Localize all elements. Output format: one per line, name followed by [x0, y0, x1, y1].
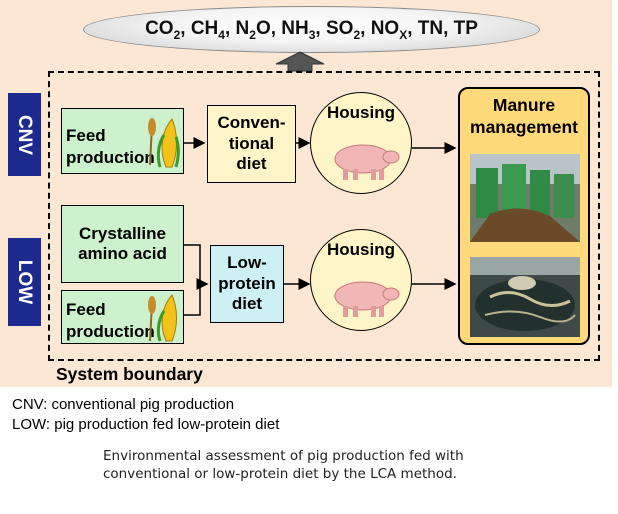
conventional-diet-label: Conven-tional diet: [217, 113, 286, 174]
emission-co2: CO2: [145, 17, 181, 42]
cnv-housing-label: Housing: [327, 103, 395, 122]
cnv-feed-production-box: Feed production: [61, 108, 184, 174]
emission-so2: SO2: [325, 17, 361, 42]
bracket-low-inputs: [184, 244, 201, 316]
corn-icon: [148, 294, 177, 342]
low-feed-production-label: Feed production: [66, 300, 155, 341]
low-protein-diet-box: Low-protein diet: [210, 245, 284, 323]
cnv-feed-production-label: Feed production: [66, 126, 155, 167]
cnv-side-label: CNV: [8, 93, 41, 176]
manure-management-box: Manure management: [458, 87, 590, 345]
corn-icon: [148, 118, 180, 168]
crystalline-amino-acid-label: Crystalline amino acid: [78, 223, 167, 263]
low-feed-production-box: Feed production: [61, 290, 184, 344]
emission-nox: NOX: [370, 17, 408, 42]
legend-low: LOW: pig production fed low-protein diet: [12, 416, 280, 433]
low-side-label: LOW: [8, 238, 41, 326]
low-housing-circle: Housing: [310, 229, 412, 331]
crystalline-amino-acid-box: Crystalline amino acid: [61, 205, 184, 283]
legend-cnv: CNV: conventional pig production: [12, 396, 235, 413]
manure-pit-photo: [470, 257, 580, 337]
pig-icon: [334, 281, 400, 317]
manure-facility-photo: [470, 154, 580, 242]
conventional-diet-box: Conven-tional diet: [207, 105, 296, 183]
flow-arrows: [184, 137, 457, 316]
emission-n2o: N2O: [235, 17, 271, 42]
cnv-housing-circle: Housing: [310, 92, 412, 194]
emissions-ellipse: CO2, CH4, N2O, NH3, SO2, NOX, TN, TP: [83, 6, 540, 53]
pig-icon: [334, 144, 400, 180]
emissions-list: CO2, CH4, N2O, NH3, SO2, NOX, TN, TP: [145, 17, 478, 42]
caption-line-2: conventional or low-protein diet by the …: [103, 466, 457, 482]
emission-tn: TN: [417, 17, 444, 39]
system-boundary: [48, 71, 600, 361]
emission-ch4: CH4: [190, 17, 225, 42]
emission-nh3: NH3: [281, 17, 316, 42]
low-housing-label: Housing: [327, 240, 395, 259]
system-boundary-label: System boundary: [56, 364, 203, 384]
manure-management-label: Manure management: [470, 95, 578, 137]
emission-tp: TP: [453, 17, 478, 39]
low-protein-diet-label: Low-protein diet: [218, 253, 276, 314]
caption-line-1: Environmental assessment of pig producti…: [103, 448, 464, 464]
